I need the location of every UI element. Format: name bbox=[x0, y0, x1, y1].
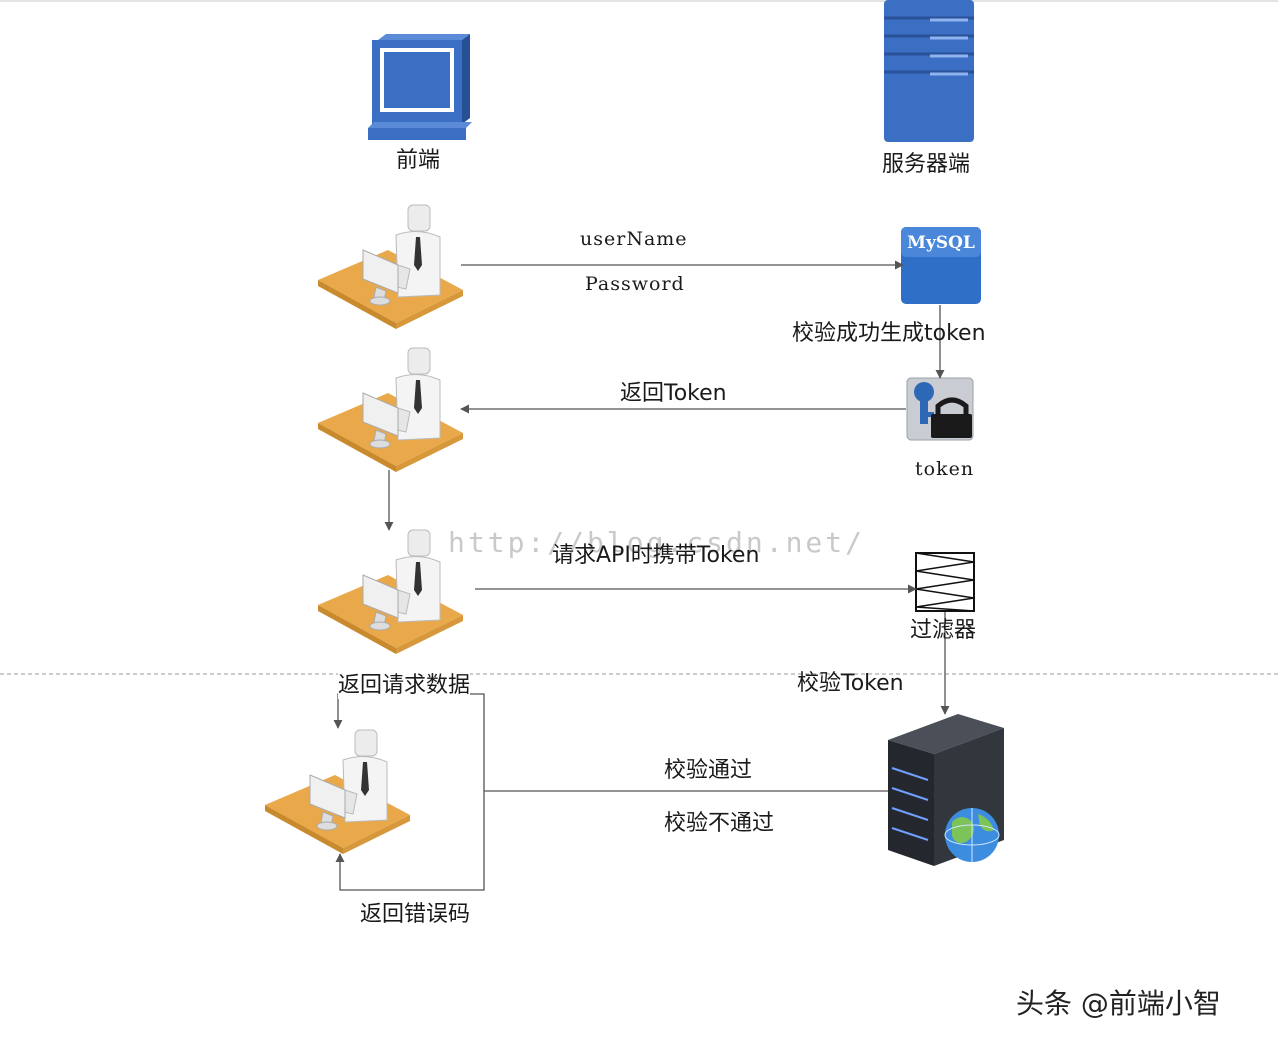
password-label: Password bbox=[585, 273, 685, 295]
return-data-label: 返回请求数据 bbox=[338, 667, 471, 699]
return-token-label: 返回Token bbox=[620, 381, 727, 406]
mysql-logo-text: MySQL bbox=[907, 233, 975, 253]
user-at-desk-icon-1 bbox=[317, 204, 464, 330]
verify-pass-label: 校验通过 bbox=[664, 758, 753, 783]
edge-return-error bbox=[335, 791, 485, 891]
server-label: 服务器端 bbox=[882, 152, 971, 177]
frontend-label: 前端 bbox=[396, 148, 441, 173]
user-at-desk-icon-4 bbox=[264, 729, 411, 855]
request-api-label: 请求API时携带Token bbox=[552, 543, 760, 568]
monitor-icon bbox=[368, 34, 472, 140]
filter-label: 过滤器 bbox=[910, 618, 977, 643]
user-at-desk-icon-2 bbox=[317, 347, 464, 473]
username-label: userName bbox=[580, 228, 688, 250]
verify-token-label: 校验Token bbox=[797, 671, 904, 696]
user-at-desk-icon-3 bbox=[317, 529, 464, 655]
credit-watermark: 头条 @前端小智 bbox=[1016, 987, 1221, 1020]
server-tower-icon bbox=[884, 0, 974, 142]
mysql-icon: MySQL bbox=[901, 227, 981, 304]
verify-fail-label: 校验不通过 bbox=[664, 811, 775, 836]
verify-generate-label: 校验成功生成token bbox=[792, 321, 986, 346]
token-icon-label: token bbox=[915, 458, 975, 480]
return-error-label: 返回错误码 bbox=[360, 902, 471, 927]
key-lock-icon bbox=[906, 377, 974, 441]
watermark: http://blog.csdn.net/ bbox=[448, 526, 866, 559]
filter-icon bbox=[915, 552, 975, 612]
web-server-icon bbox=[888, 714, 1004, 866]
